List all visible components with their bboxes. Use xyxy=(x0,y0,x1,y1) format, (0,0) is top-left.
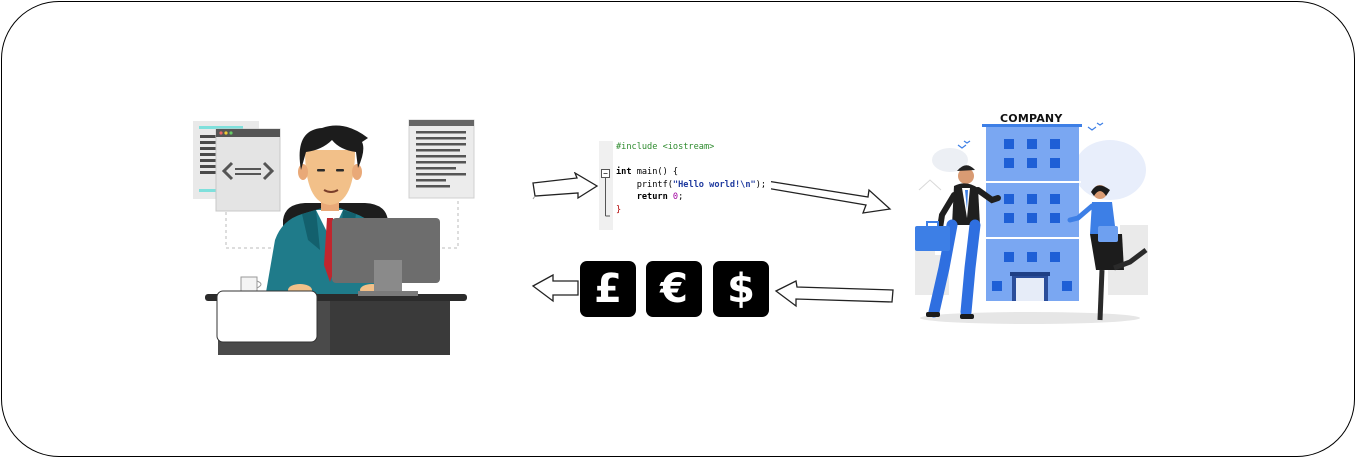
company-label: COMPANY xyxy=(1000,112,1063,125)
pound-icon: £ xyxy=(580,261,636,317)
arrow-left-icon xyxy=(531,273,579,303)
code-text: #include <iostream> int main() { printf(… xyxy=(616,142,767,215)
company-building-illustration xyxy=(913,115,1150,324)
collapse-icon xyxy=(601,169,610,217)
developer-illustration xyxy=(193,119,475,355)
code-snippet: #include <iostream> int main() { printf(… xyxy=(599,141,771,230)
code-line-include: #include <iostream> xyxy=(616,142,715,152)
arrow-right-icon xyxy=(532,172,599,200)
arrow-right-icon xyxy=(765,180,892,214)
euro-icon: € xyxy=(646,261,702,317)
dollar-icon: $ xyxy=(713,261,769,317)
arrow-left-icon xyxy=(774,280,894,308)
